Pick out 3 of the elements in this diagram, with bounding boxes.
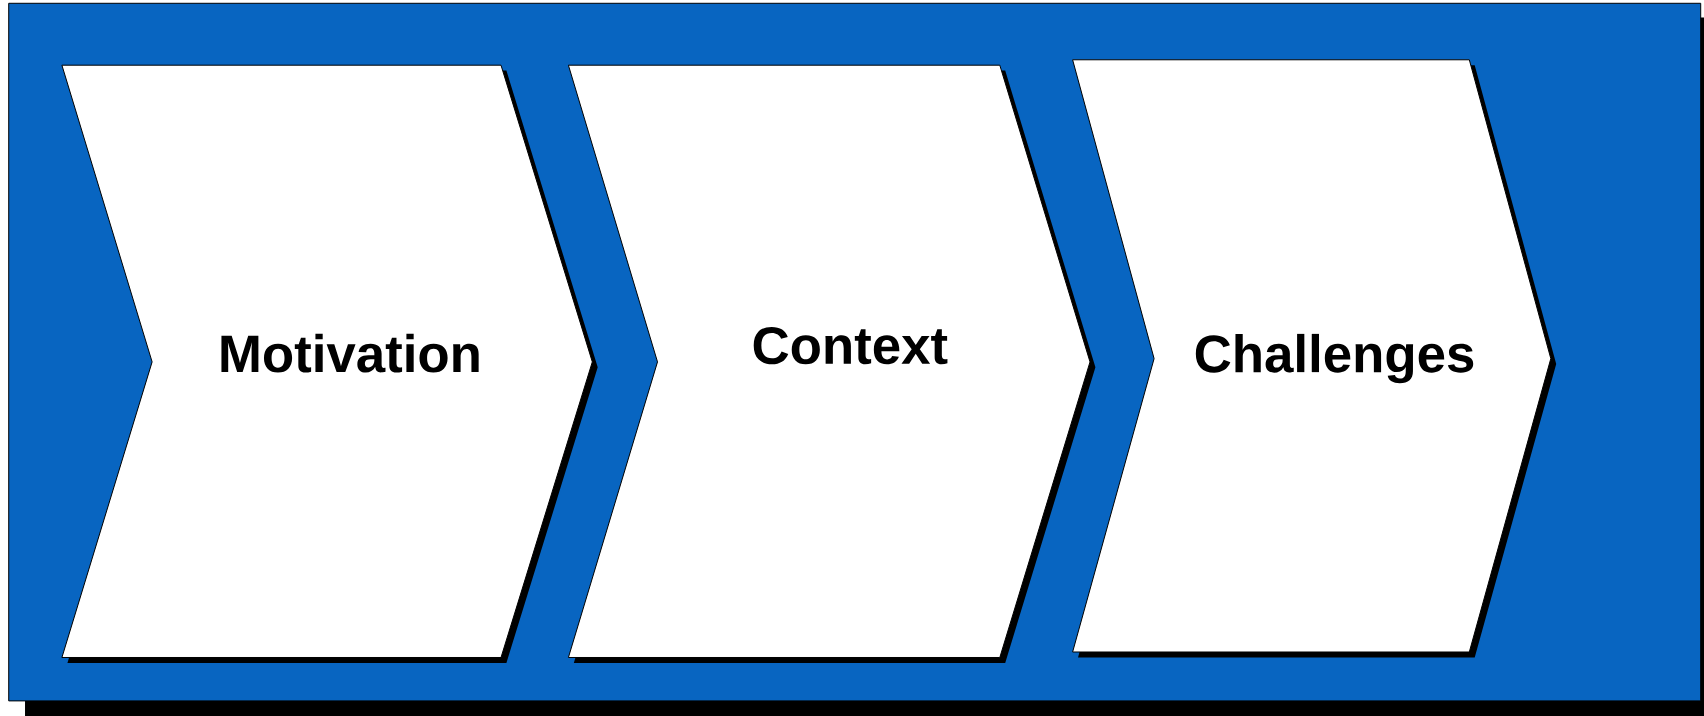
process-step: Context — [567, 64, 1096, 663]
process-step: Motivation — [61, 64, 598, 663]
process-step: Challenges — [1072, 59, 1557, 658]
